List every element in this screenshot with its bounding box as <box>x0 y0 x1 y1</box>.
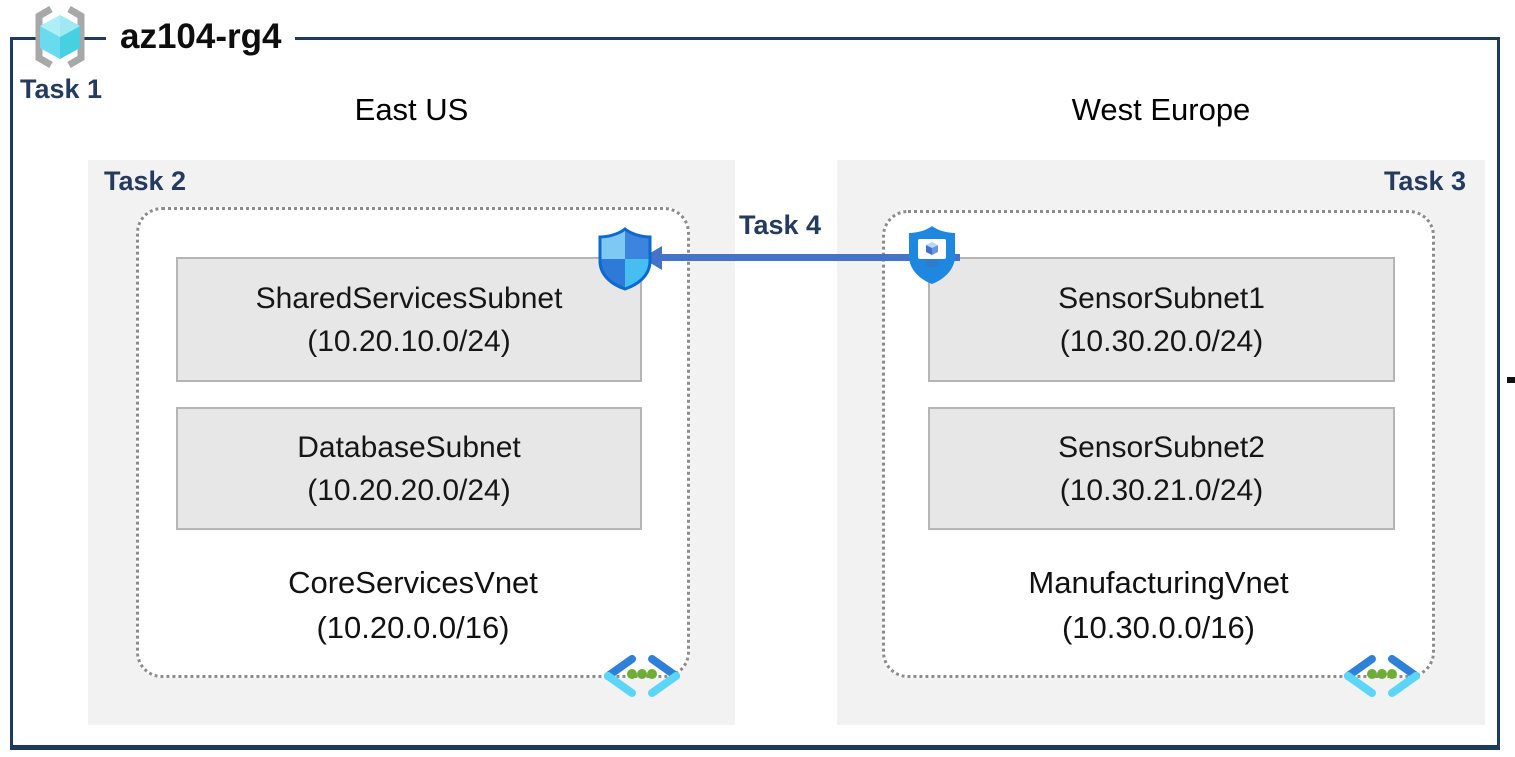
task4-label: Task 4 <box>738 210 822 240</box>
resource-group-boundary <box>10 37 1500 750</box>
subnet-name: SensorSubnet1 <box>1058 281 1265 315</box>
subnet-sensor1: SensorSubnet1 (10.30.20.0/24) <box>928 257 1395 382</box>
subnet-cidr: (10.20.20.0/24) <box>307 473 511 507</box>
task3-label: Task 3 <box>1383 166 1466 196</box>
subnet-sharedservices: SharedServicesSubnet (10.20.10.0/24) <box>176 257 642 382</box>
resource-group-title: az104-rg4 <box>106 14 296 60</box>
subnet-name: DatabaseSubnet <box>297 430 521 464</box>
subnet-cidr: (10.30.20.0/24) <box>1059 324 1264 358</box>
nsg-shield-icon <box>597 227 653 291</box>
vnet-name: CoreServicesVnet <box>288 565 538 600</box>
subnet-database: DatabaseSubnet (10.20.20.0/24) <box>176 407 642 530</box>
subnet-sensor2: SensorSubnet2 (10.30.21.0/24) <box>928 407 1395 530</box>
bastion-shield-monitor-icon <box>906 224 958 286</box>
virtual-network-icon <box>600 652 684 702</box>
peering-arrow-line <box>660 254 960 261</box>
virtual-network-icon <box>1340 652 1424 702</box>
region-label-east-us: East US <box>354 92 469 127</box>
region-label-west-europe: West Europe <box>1071 92 1251 127</box>
subnet-name: SharedServicesSubnet <box>255 281 563 315</box>
subnet-name: SensorSubnet2 <box>1058 430 1265 464</box>
task1-label: Task 1 <box>20 74 103 104</box>
subnet-cidr: (10.30.21.0/24) <box>1059 473 1264 507</box>
resource-group-icon <box>26 3 94 71</box>
right-edge-tick <box>1507 377 1515 383</box>
vnet-name: ManufacturingVnet <box>1028 565 1289 600</box>
vnet-cidr: (10.20.0.0/16) <box>316 610 510 645</box>
task2-label: Task 2 <box>104 166 187 196</box>
vnet-cidr: (10.30.0.0/16) <box>1061 610 1256 645</box>
vnet-label-coreservices: CoreServicesVnet (10.20.0.0/16) <box>136 560 690 650</box>
subnet-cidr: (10.20.10.0/24) <box>307 324 511 358</box>
vnet-label-manufacturing: ManufacturingVnet (10.30.0.0/16) <box>882 560 1435 650</box>
